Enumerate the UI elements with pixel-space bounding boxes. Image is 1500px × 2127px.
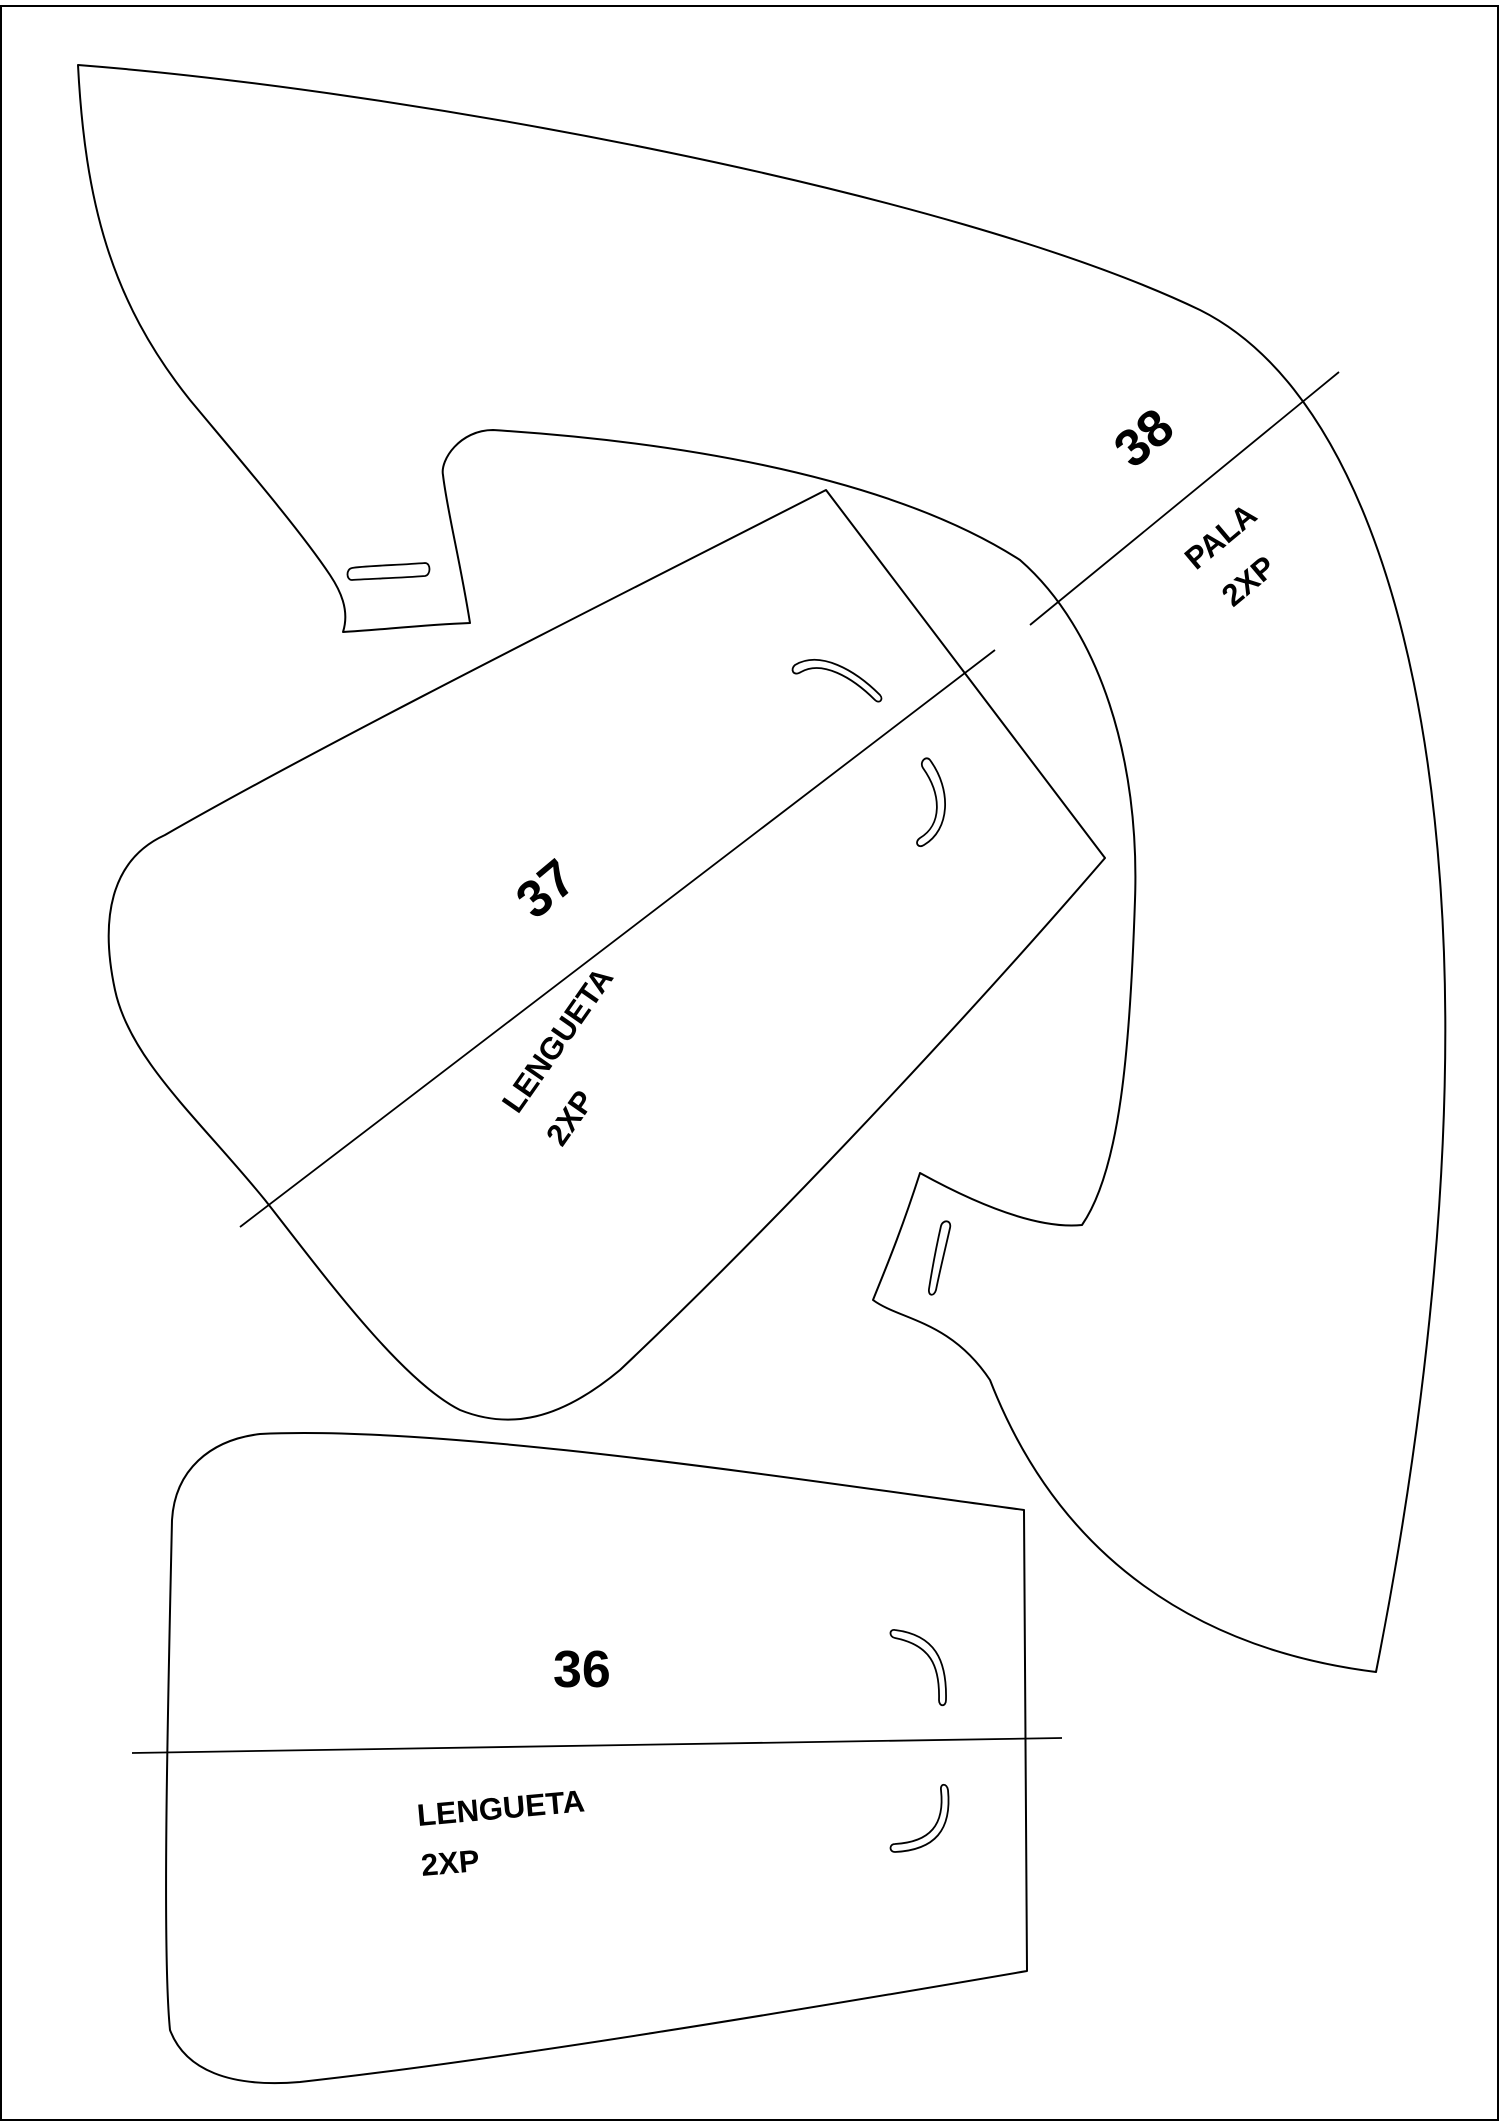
piece-36-outline xyxy=(165,1432,1028,2085)
piece-36-slot-upper xyxy=(889,1629,947,1707)
page-border xyxy=(0,5,1499,2121)
piece-36-number: 36 xyxy=(553,1641,611,1699)
piece-38-grainline xyxy=(1029,371,1340,626)
piece-36-quantity: 2XP xyxy=(420,1843,481,1883)
piece-37: 37 LENGUETA 2XP xyxy=(107,489,1106,1421)
piece-37-outline xyxy=(107,489,1106,1421)
piece-36-slot-lower xyxy=(889,1783,950,1853)
piece-38-number: 38 xyxy=(1103,398,1185,480)
piece-37-slot-upper xyxy=(791,659,883,703)
piece-37-slot-lower xyxy=(916,757,947,848)
piece-37-grainline xyxy=(239,649,996,1228)
piece-37-quantity: 2XP xyxy=(539,1084,601,1152)
piece-36: 36 LENGUETA 2XP xyxy=(131,1432,1063,2085)
piece-36-name: LENGUETA xyxy=(416,1783,587,1833)
piece-37-number: 37 xyxy=(505,849,587,931)
piece-36-grainline xyxy=(131,1737,1063,1754)
piece-38-quantity: 2XP xyxy=(1215,549,1282,613)
piece-38-slot-upper xyxy=(346,562,431,581)
piece-38: 38 PALA 2XP xyxy=(77,64,1447,1673)
piece-38-outline xyxy=(77,64,1447,1673)
piece-38-slot-lower xyxy=(928,1220,952,1296)
